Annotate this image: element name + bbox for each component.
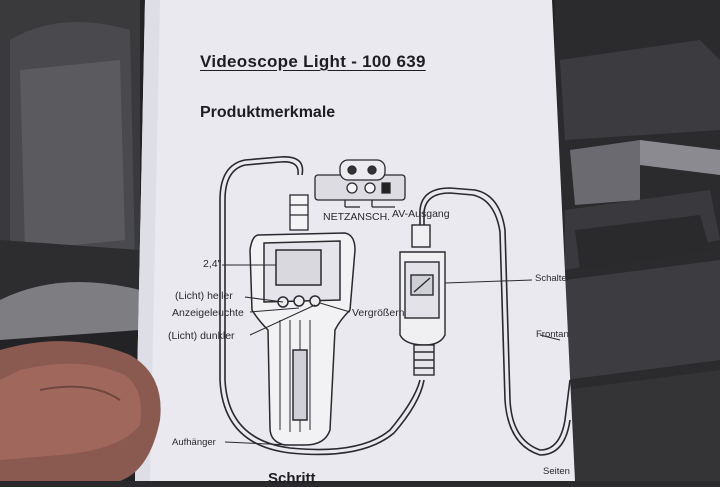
label-zoom: Vergrößern xyxy=(352,307,405,319)
label-power-socket: NETZANSCH. xyxy=(323,211,391,223)
label-front: Frontan xyxy=(536,329,569,340)
footer-partial-text: Schritt xyxy=(268,470,316,487)
label-switch: Schalter xyxy=(535,273,570,284)
label-hanger: Aufhänger xyxy=(172,437,216,448)
label-indicator-light: Anzeigeleuchte xyxy=(172,307,244,319)
callout-front xyxy=(539,334,561,341)
label-darker: (Licht) dunkler xyxy=(168,330,235,342)
top-connector-box xyxy=(314,159,406,208)
handheld-device xyxy=(249,232,356,446)
callout-hanger xyxy=(224,441,291,446)
callout-darker xyxy=(249,304,316,336)
label-side: Seiten xyxy=(543,466,570,477)
label-display: 2,4" xyxy=(203,258,222,270)
cable-right xyxy=(419,187,571,451)
callout-switch xyxy=(444,279,533,284)
label-av-output: AV-Ausgang xyxy=(392,208,450,220)
switch-box xyxy=(399,224,446,376)
callout-brighter xyxy=(244,296,284,303)
cable xyxy=(224,160,421,451)
label-brighter: (Licht) heller xyxy=(175,290,233,302)
callout-zoom xyxy=(319,302,351,313)
section-heading: Produktmerkmale xyxy=(200,104,336,121)
handle-connector xyxy=(289,194,309,231)
callout-indicator xyxy=(249,307,300,313)
hand-holding-paper xyxy=(0,341,161,481)
document-title: Videoscope Light - 100 639 xyxy=(200,52,426,71)
